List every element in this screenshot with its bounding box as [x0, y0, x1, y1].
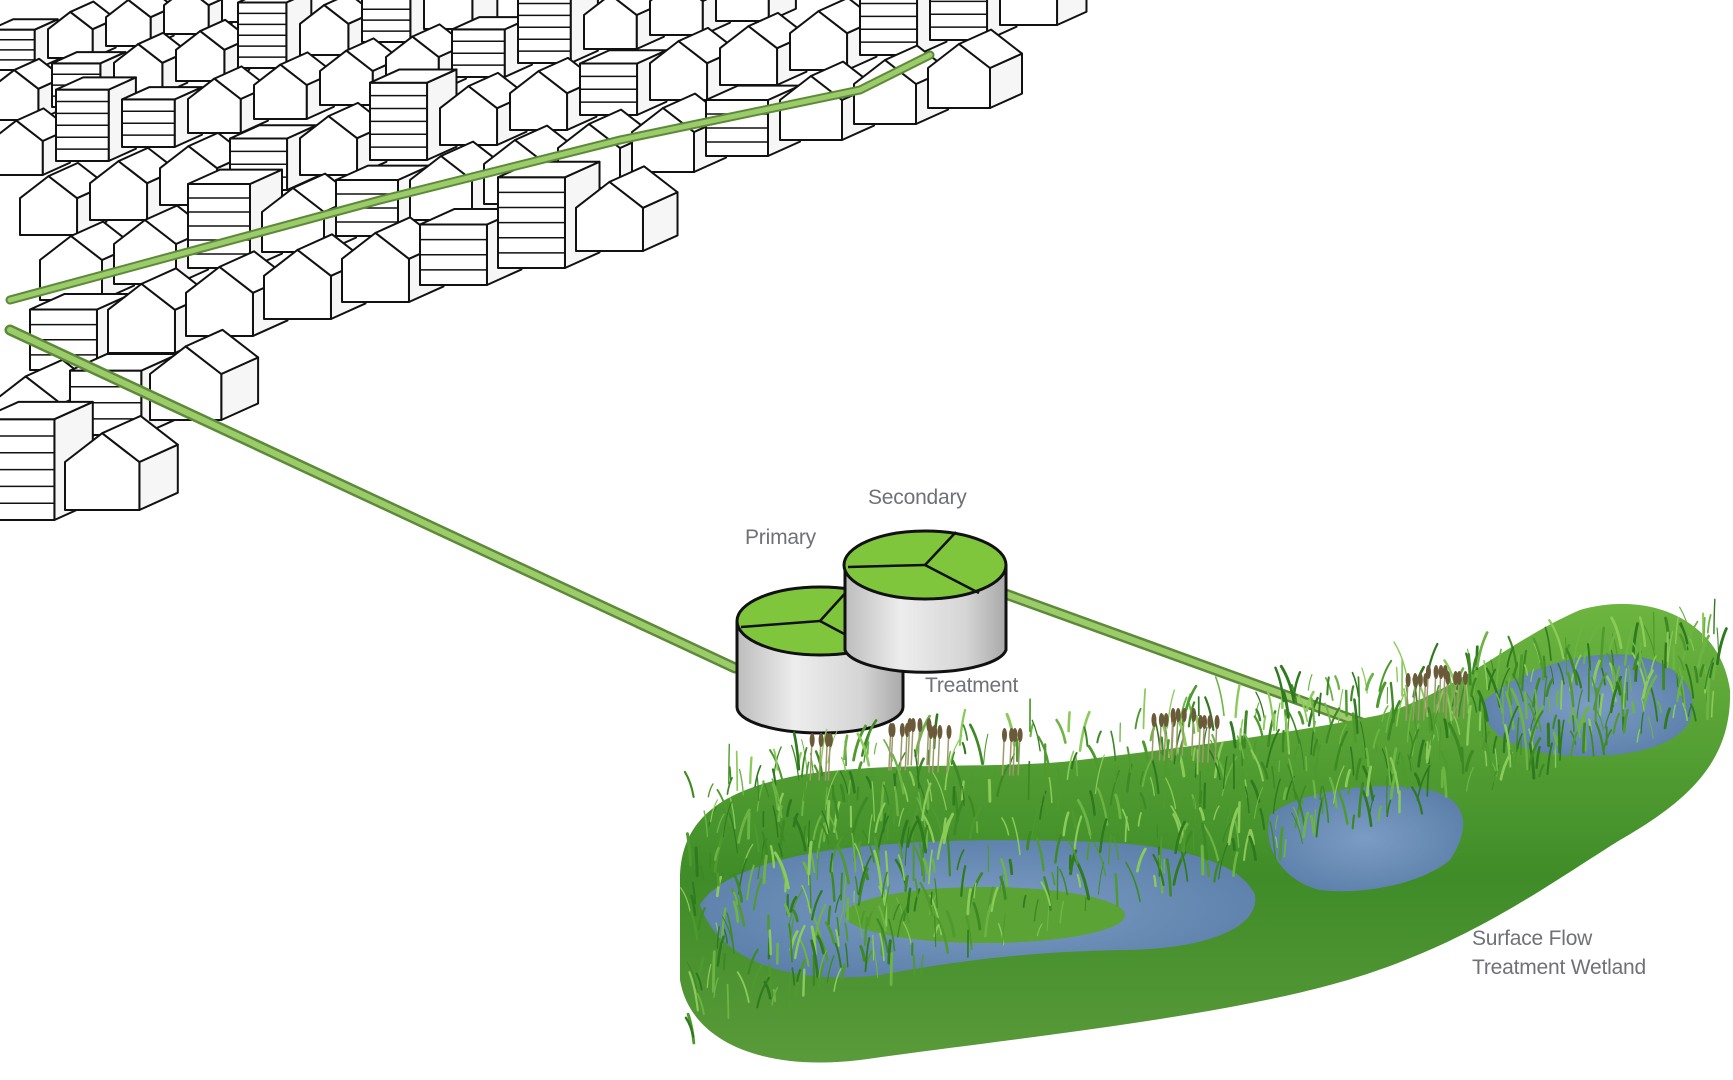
- secondary-tank: [842, 529, 1008, 674]
- house: [64, 414, 179, 511]
- house: [927, 28, 1023, 109]
- residential-houses: [0, 0, 1088, 521]
- wetland-label-line-2: Treatment Wetland: [1472, 956, 1647, 979]
- wetland-grass: [680, 598, 1728, 1045]
- wetland-label: Surface Flow Treatment Wetland: [1472, 924, 1646, 982]
- wetland-pond-right: [1484, 654, 1693, 757]
- secondary-label: Secondary: [868, 486, 967, 509]
- wetland-pond-middle: [1268, 786, 1464, 892]
- surface-flow-wetland: [680, 598, 1731, 1063]
- treatment-label: Treatment: [925, 674, 1019, 697]
- house: [121, 86, 203, 148]
- house: [369, 68, 458, 161]
- house: [419, 207, 523, 286]
- wetland-island: [845, 887, 1125, 943]
- wetland-label-line-1: Surface Flow: [1472, 927, 1593, 950]
- primary-label: Primary: [745, 526, 816, 549]
- sewer-pipes: [4, 50, 1401, 741]
- house: [575, 165, 679, 252]
- house: [999, 0, 1088, 26]
